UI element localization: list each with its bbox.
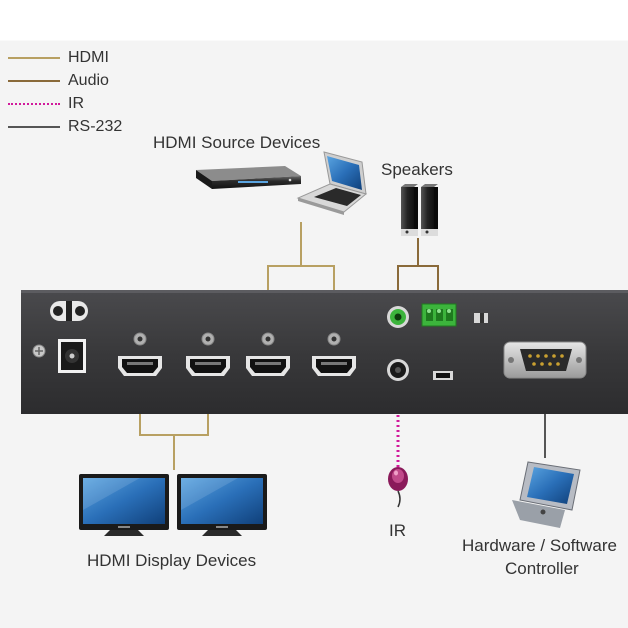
legend-label-ir: IR xyxy=(68,95,84,112)
legend-item-audio: Audio xyxy=(0,71,109,91)
ir-jack-icon xyxy=(387,359,409,381)
audio-terminal-block-icon xyxy=(421,303,457,327)
label-ir: IR xyxy=(389,521,406,540)
legend-label-audio: Audio xyxy=(68,72,109,89)
label-speakers: Speakers xyxy=(381,160,453,179)
audio-out-jack-icon xyxy=(387,306,409,328)
grounding-clip-icon xyxy=(50,301,88,321)
legend-item-hdmi: HDMI xyxy=(0,48,109,68)
hdmi-input-port-1 xyxy=(246,332,290,376)
mini-usb-port-icon xyxy=(433,371,453,380)
label-controller-line1: Hardware / Software xyxy=(462,536,617,555)
legend-label-hdmi: HDMI xyxy=(68,49,109,66)
speaker-icon-right xyxy=(421,184,438,236)
legend-item-ir: IR xyxy=(0,94,84,114)
ground-screw-icon xyxy=(32,344,46,358)
monitor-icon-2 xyxy=(177,474,267,536)
speaker-icon-left xyxy=(401,184,418,236)
switch-device-rear-panel xyxy=(21,290,628,414)
laptop-icon xyxy=(296,151,368,215)
dip-switch-icon xyxy=(474,313,488,323)
ir-receiver-icon xyxy=(388,467,408,508)
serial-port-icon xyxy=(503,341,587,379)
hdmi-input-port-2 xyxy=(312,332,356,376)
blu-ray-player-icon xyxy=(196,166,301,189)
legend-swatch-rs232 xyxy=(8,126,60,128)
legend-label-rs232: RS-232 xyxy=(68,118,123,135)
hdmi-output-port-2 xyxy=(186,332,230,376)
label-hdmi-display-devices: HDMI Display Devices xyxy=(87,551,257,570)
hdmi-output-port-1 xyxy=(118,332,162,376)
label-hdmi-source-devices: HDMI Source Devices xyxy=(153,133,321,152)
audio-cable xyxy=(397,238,439,312)
power-jack-icon xyxy=(58,339,86,373)
touch-panel-icon xyxy=(512,461,581,528)
legend-item-rs232: RS-232 xyxy=(0,117,122,137)
legend-swatch-audio xyxy=(8,80,60,82)
label-controller-line2: Controller xyxy=(505,559,579,578)
legend-swatch-hdmi xyxy=(8,57,60,59)
legend-swatch-ir xyxy=(8,103,60,105)
monitor-icon-1 xyxy=(79,474,169,536)
